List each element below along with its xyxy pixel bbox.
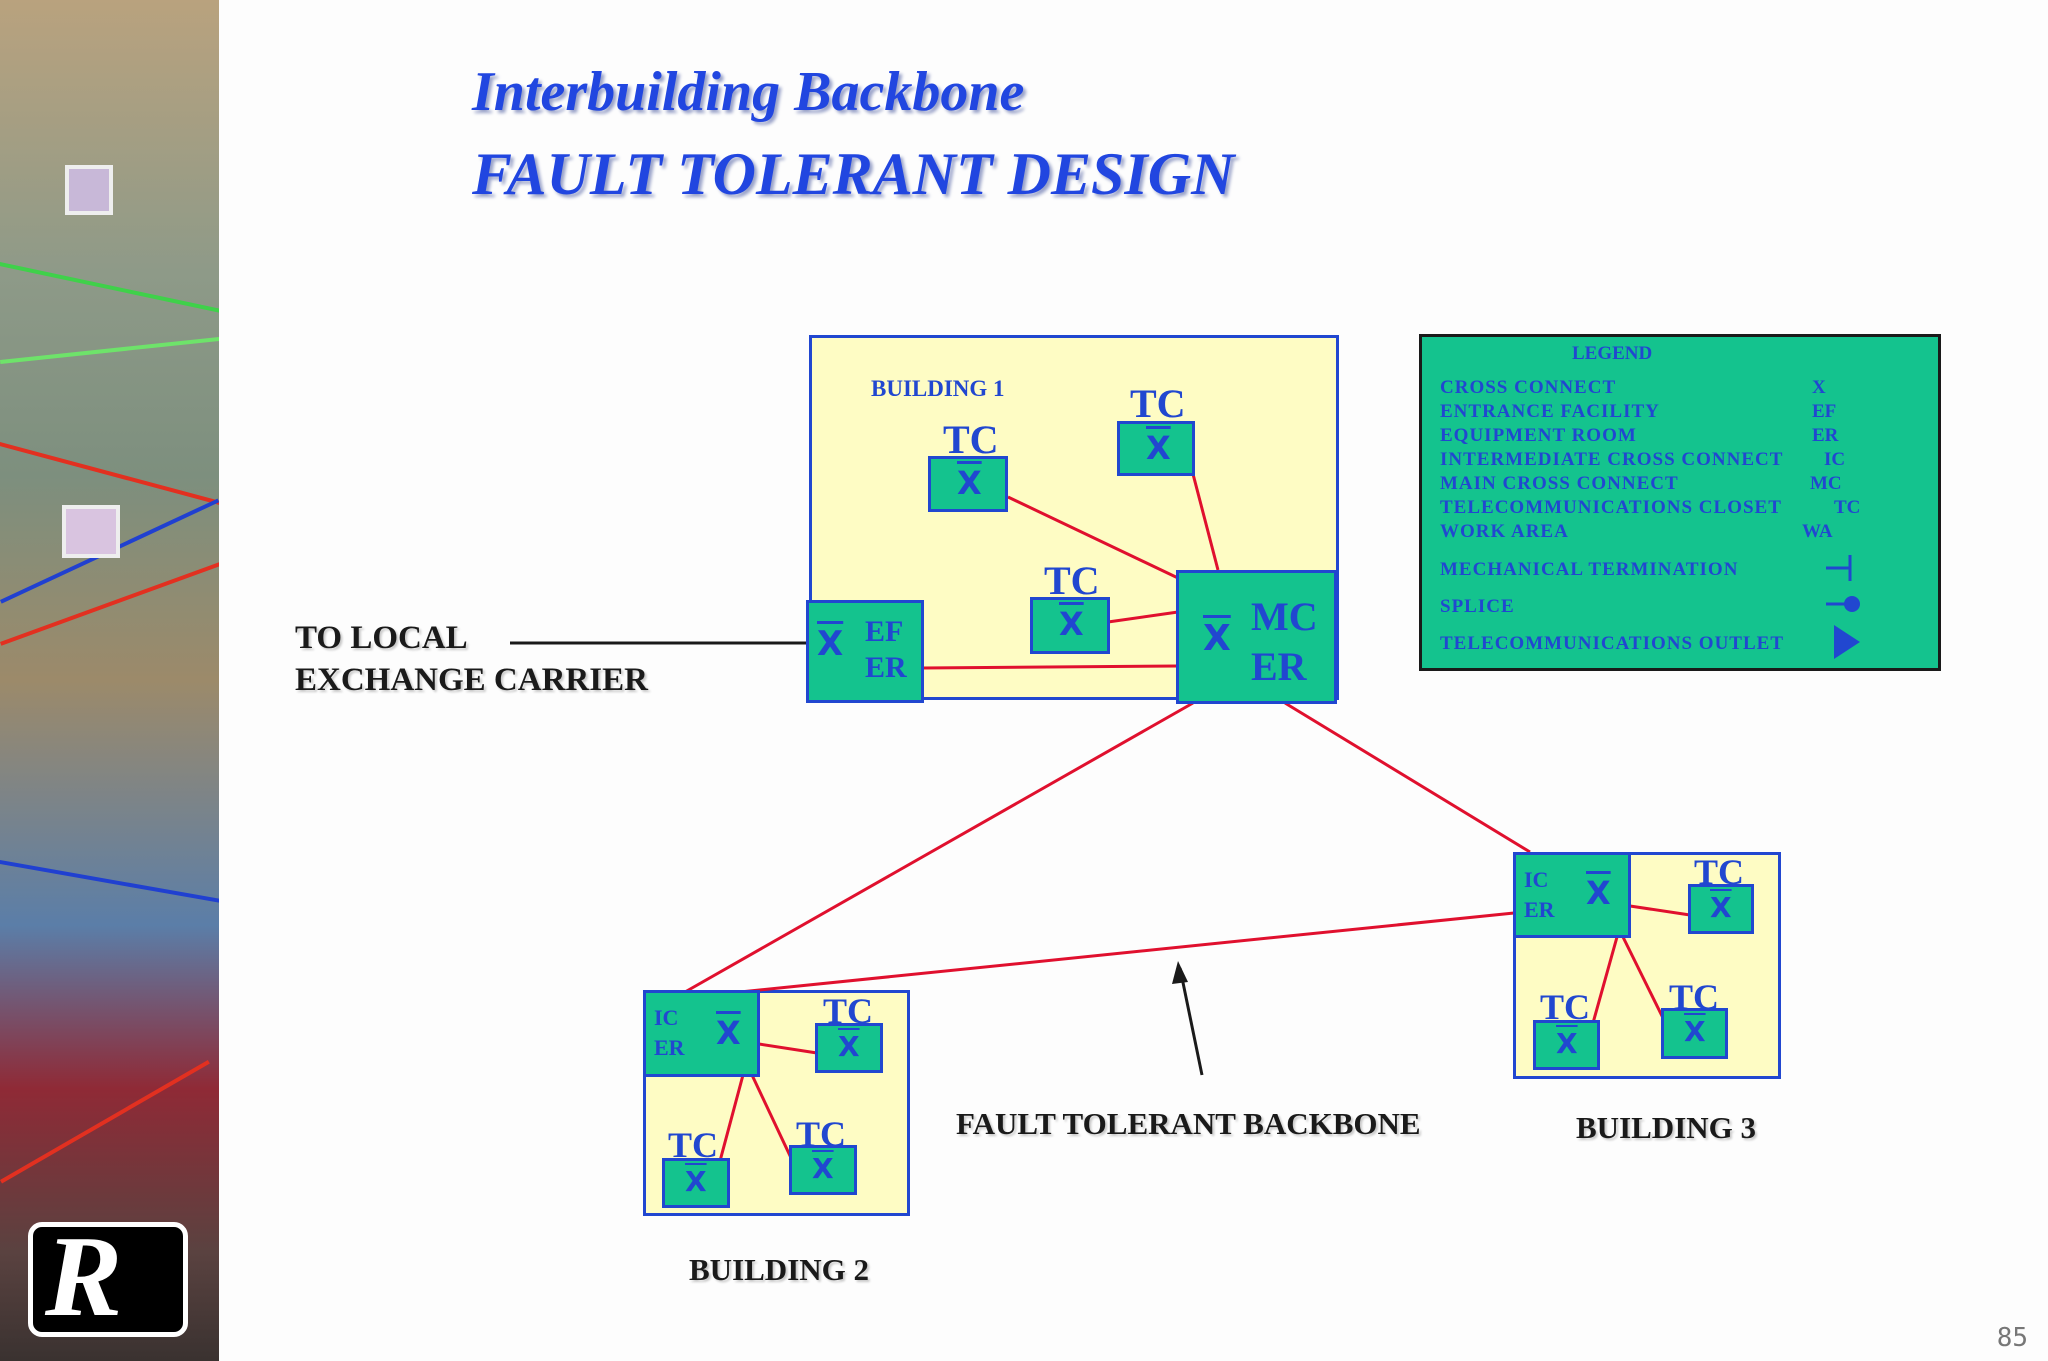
tc-closet-box: X — [1661, 1008, 1728, 1059]
wire-tc-left-to-mc — [1007, 495, 1179, 580]
tc-label: TC — [943, 417, 999, 462]
legend-abbr: IC — [1824, 449, 1846, 470]
intermediate-cross-connect-box: IC ER X — [643, 990, 760, 1077]
intermediate-cross-connect-box: IC ER X — [1513, 852, 1631, 938]
cross-connect-icon: X — [1146, 429, 1171, 467]
er-label: ER — [865, 651, 907, 684]
legend-item: ENTRANCE FACILITY — [1440, 401, 1660, 422]
backbone-arrowhead — [1172, 961, 1188, 984]
building-1-label: BUILDING 1 — [871, 376, 1005, 401]
tc-closet-box: X — [789, 1145, 857, 1195]
er-label: ER — [1524, 897, 1555, 922]
wire-b2-ic-to-tc1 — [758, 1042, 818, 1055]
legend-abbr: WA — [1802, 521, 1833, 542]
wire-b2-to-b3 — [739, 911, 1515, 994]
wire-tc-mid-to-mc — [1107, 610, 1179, 624]
wire-b2-ic-to-tc2 — [718, 1074, 745, 1162]
monitor-illustration — [65, 165, 113, 215]
cross-connect-icon: X — [1586, 874, 1611, 912]
legend-title: LEGEND — [1572, 343, 1653, 364]
legend-abbr: MC — [1810, 473, 1842, 494]
legend-symbol-label: TELECOMMUNICATIONS OUTLET — [1440, 633, 1785, 654]
tc-closet-box: X — [1688, 884, 1754, 934]
er-label: ER — [654, 1035, 685, 1060]
tc-closet-box: X — [815, 1023, 883, 1073]
wire-tc-right-to-mc — [1191, 473, 1220, 571]
ic-label: IC — [1524, 867, 1549, 892]
wire-b3-ic-to-tc1 — [1629, 904, 1691, 917]
wire-b1-to-b3 — [1284, 701, 1531, 854]
company-logo: R — [28, 1213, 188, 1341]
ic-label: IC — [654, 1005, 679, 1030]
entrance-facility-box: X EF ER — [806, 600, 924, 703]
mc-label: MC — [1251, 594, 1318, 639]
wire-b1-to-b2 — [684, 701, 1194, 994]
legend-abbr: ER — [1812, 425, 1839, 446]
cross-connect-icon: X — [685, 1165, 707, 1198]
cross-connect-icon: X — [1059, 605, 1084, 643]
wire-ef-to-mc — [922, 664, 1179, 670]
tc-label: TC — [1130, 381, 1186, 426]
cross-connect-icon: X — [716, 1014, 741, 1052]
legend-item: INTERMEDIATE CROSS CONNECT — [1440, 449, 1784, 470]
tc-closet-box: X — [1030, 597, 1110, 654]
page-number: 85 — [1996, 1323, 2028, 1353]
legend-symbol-label: MECHANICAL TERMINATION — [1440, 559, 1739, 580]
slide-title: Interbuilding Backbone — [472, 61, 1025, 123]
wire-b2-ic-to-tc3 — [750, 1074, 794, 1161]
cross-connect-icon: X — [838, 1030, 860, 1063]
legend-item: CROSS CONNECT — [1440, 377, 1617, 398]
monitor-illustration — [62, 505, 120, 558]
mechanical-termination-icon — [1826, 555, 1852, 581]
main-cross-connect-box: X MC ER — [1176, 570, 1337, 704]
tc-label: TC — [1044, 558, 1100, 603]
cross-connect-icon: X — [817, 624, 844, 664]
legend-abbr: EF — [1812, 401, 1837, 422]
legend-abbr: TC — [1834, 497, 1861, 518]
logo-letter: R — [45, 1213, 123, 1341]
cross-connect-icon: X — [1684, 1015, 1706, 1048]
cross-connect-icon: X — [1710, 891, 1732, 924]
legend-item: TELECOMMUNICATIONS CLOSET — [1440, 497, 1782, 518]
wire-b3-ic-to-tc2 — [1591, 936, 1619, 1024]
tc-closet-box: X — [1117, 421, 1195, 476]
carrier-label-line2: EXCHANGE CARRIER — [295, 662, 648, 698]
wire-b3-ic-to-tc3 — [1621, 936, 1665, 1019]
tc-closet-box: X — [1533, 1020, 1600, 1070]
cross-connect-icon: X — [1556, 1027, 1578, 1060]
legend-item: MAIN CROSS CONNECT — [1440, 473, 1679, 494]
legend-panel: LEGEND CROSS CONNECT X ENTRANCE FACILITY… — [1419, 334, 1941, 671]
legend-symbol-label: SPLICE — [1440, 596, 1515, 617]
carrier-label-line1: TO LOCAL — [295, 620, 468, 656]
splice-icon — [1826, 596, 1860, 612]
building-2-label: BUILDING 2 — [689, 1252, 870, 1287]
cross-connect-icon: X — [1203, 618, 1231, 659]
tc-closet-box: X — [928, 456, 1008, 512]
cross-connect-icon: X — [812, 1152, 834, 1185]
building-3-label: BUILDING 3 — [1576, 1110, 1757, 1145]
ef-label: EF — [865, 615, 904, 648]
backbone-label: FAULT TOLERANT BACKBONE — [956, 1106, 1421, 1141]
outlet-triangle-icon — [1834, 625, 1860, 659]
er-label: ER — [1251, 644, 1307, 689]
legend-item: EQUIPMENT ROOM — [1440, 425, 1637, 446]
legend-item: WORK AREA — [1440, 521, 1569, 542]
legend-abbr: X — [1812, 377, 1826, 398]
cross-connect-icon: X — [957, 464, 982, 502]
decorative-sidebar: R — [0, 0, 219, 1361]
slide-subtitle: FAULT TOLERANT DESIGN — [472, 141, 1235, 207]
backbone-arrow-shaft — [1178, 967, 1204, 1076]
tc-closet-box: X — [662, 1158, 730, 1208]
